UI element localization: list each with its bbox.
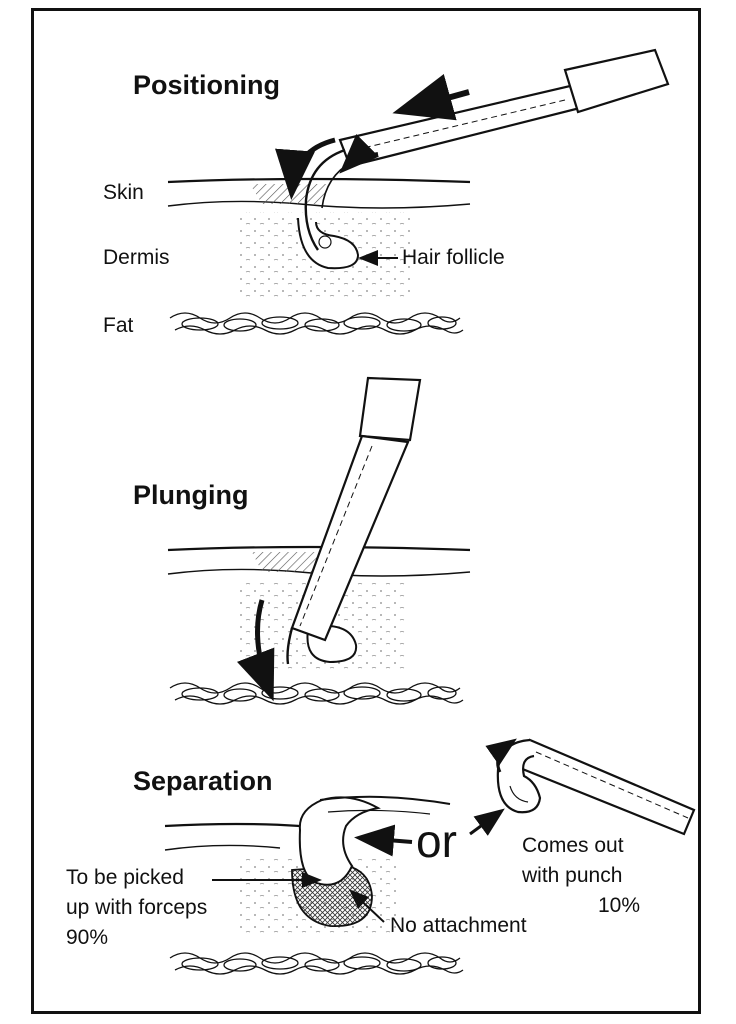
label-comes-out-1: Comes out [522,834,624,857]
fat-layer-3 [169,952,464,975]
label-no-attachment: No attachment [390,914,527,937]
label-comes-out-pct: 10% [598,894,641,917]
fat-layer-2 [169,682,464,705]
label-fat: Fat [103,314,134,337]
label-hair-follicle: Hair follicle [402,246,505,269]
label-comes-out-2: with punch [522,864,623,887]
skin-line-1 [167,177,471,184]
hair-follicle-1 [297,217,360,270]
title-positioning: Positioning [133,70,280,100]
label-skin: Skin [103,181,144,204]
label-dermis: Dermis [103,246,170,269]
label-picked-pct: 90% [66,926,109,949]
label-picked-1: To be picked [66,866,184,889]
fat-layer-1 [169,312,464,335]
label-picked-2: up with forceps [66,896,208,919]
title-plunging: Plunging [133,480,249,510]
panel-plunging [167,376,471,705]
title-separation: Separation [133,766,273,796]
punch-tool-2 [286,376,422,665]
diagram-frame [31,8,701,1014]
punch-tool-3 [496,738,696,836]
panel-separation [164,738,696,975]
panel-positioning [167,48,670,335]
label-or: or [416,815,457,867]
